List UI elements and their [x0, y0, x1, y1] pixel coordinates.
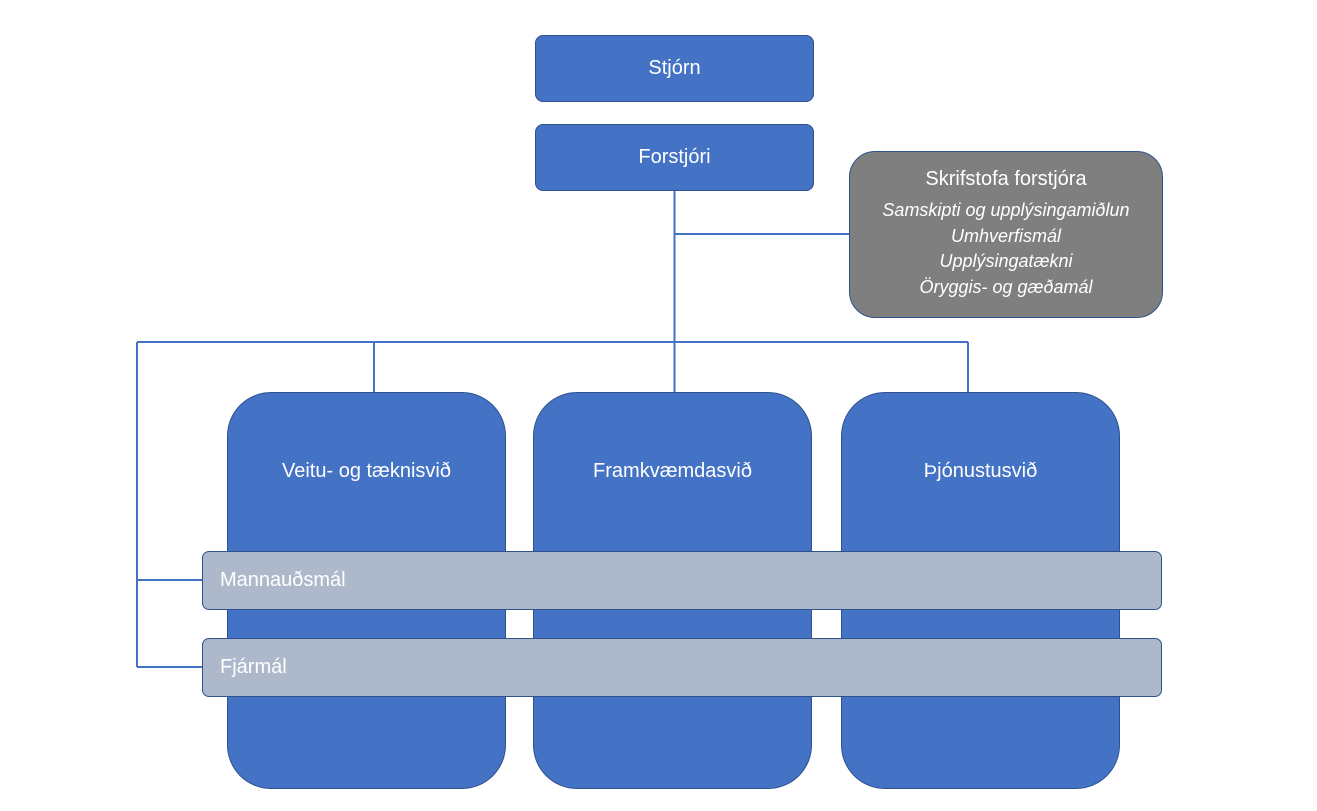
cross-function-finance: Fjármál [202, 638, 1162, 697]
ceo-office-item: Umhverfismál [950, 225, 1061, 246]
board-label: Stjórn [648, 57, 701, 79]
board-box: Stjórn [535, 35, 814, 102]
cross-function-hr: Mannauðsmál [202, 551, 1162, 610]
division-label: Veitu- og tæknisvið [282, 460, 451, 482]
division-label: Þjónustusvið [923, 460, 1038, 482]
cross-function-label: Mannauðsmál [220, 569, 346, 591]
ceo-label: Forstjóri [638, 146, 711, 168]
ceo-office-item: Upplýsingatækni [939, 251, 1073, 271]
division-label: Framkvæmdasvið [593, 460, 752, 482]
ceo-office-item: Öryggis- og gæðamál [919, 276, 1093, 297]
ceo-office-title: Skrifstofa forstjóra [925, 168, 1087, 190]
ceo-office-box: Skrifstofa forstjóra Samskipti og upplýs… [849, 151, 1163, 318]
cross-function-label: Fjármál [220, 656, 287, 678]
ceo-office-item: Samskipti og upplýsingamiðlun [882, 200, 1130, 220]
ceo-box: Forstjóri [535, 124, 814, 191]
